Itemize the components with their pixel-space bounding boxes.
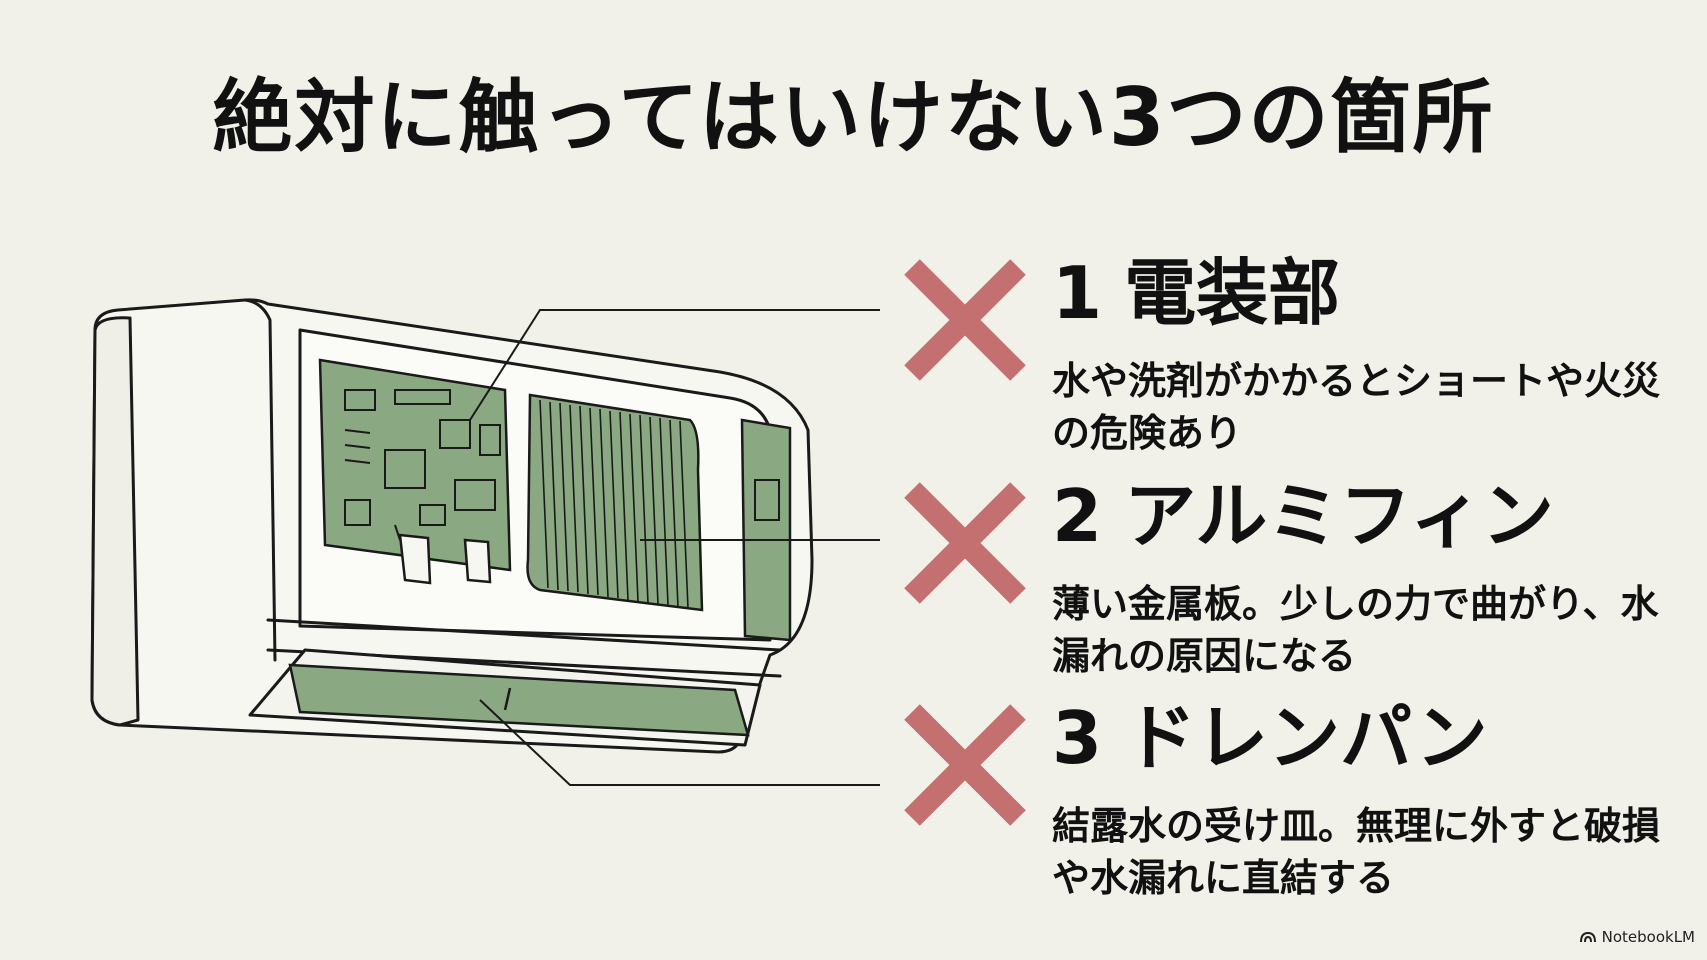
air-conditioner-illustration — [90, 298, 880, 786]
item-description: 結露水の受け皿。無理に外すと破損や水漏れに直結する — [1052, 804, 1661, 900]
item-description: 薄い金属板。少しの力で曲がり、水漏れの原因になる — [1052, 582, 1659, 678]
item-number: 2 — [1052, 474, 1103, 558]
leader-line-3 — [479, 699, 880, 786]
drain-pan — [288, 663, 750, 737]
notebooklm-logo-icon — [1579, 931, 1596, 943]
badge-label: NotebookLM — [1601, 928, 1695, 946]
x-mark-icon — [904, 259, 1026, 381]
item-number: 3 — [1052, 696, 1103, 780]
ac-right-panel — [740, 418, 792, 642]
item-name: ドレンパン — [1124, 696, 1488, 780]
x-mark-icon — [904, 704, 1026, 826]
item-number: 1 — [1052, 251, 1103, 335]
ac-left-panel — [90, 316, 140, 727]
notebooklm-badge: NotebookLM — [1579, 928, 1695, 946]
pcb-board — [318, 358, 512, 585]
leader-line-1 — [469, 309, 880, 421]
aluminum-fins — [526, 393, 704, 612]
item-description: 水や洗剤がかかるとショートや火災の危険あり — [1052, 359, 1661, 455]
item-name: アルミフィン — [1124, 474, 1554, 558]
item-name: 電装部 — [1124, 251, 1341, 335]
page-title: 絶対に触ってはいけない3つの箇所 — [212, 71, 1495, 164]
x-mark-icon — [904, 482, 1026, 604]
